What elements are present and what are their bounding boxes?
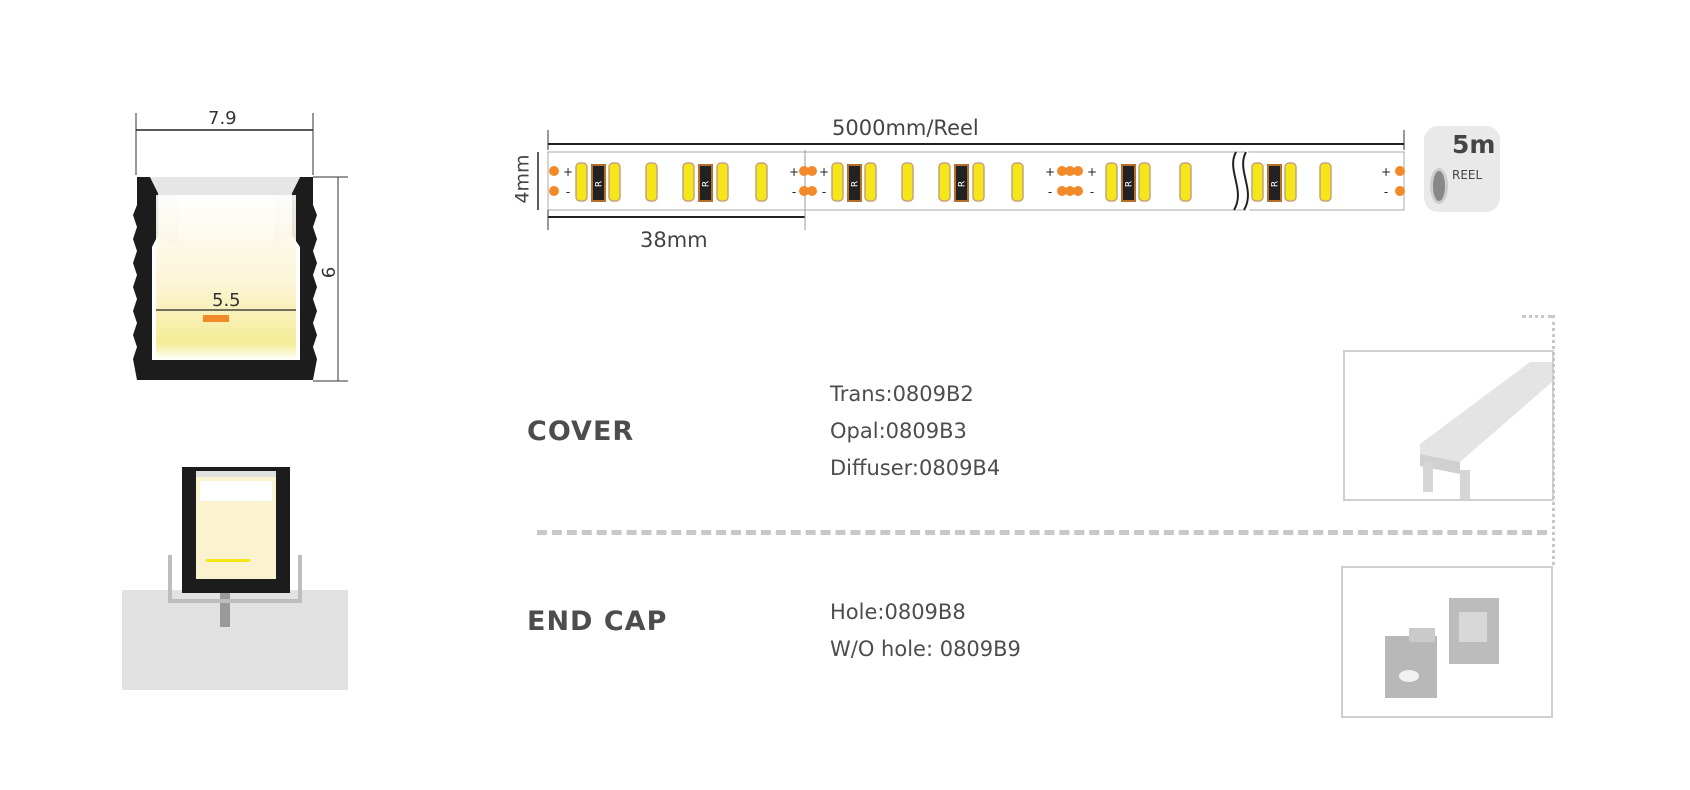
resistor-label: R [958, 181, 968, 187]
connector-dotted-top [1522, 315, 1552, 318]
solder-pad [1395, 186, 1405, 196]
solder-pad [807, 166, 817, 176]
led-chip [608, 162, 621, 202]
minus-sign: - [1048, 185, 1052, 199]
solder-pad [1057, 186, 1067, 196]
led-chip [972, 162, 985, 202]
resistor-label: R [595, 181, 605, 187]
led-chip [682, 162, 695, 202]
led-chip [1011, 162, 1024, 202]
reel-label: REEL [1452, 168, 1483, 182]
end-cap-option-hole: Hole:0809B8 [830, 600, 966, 624]
cover-options: Trans:0809B2 Opal:0809B3 Diffuser:0809B4 [830, 376, 1000, 487]
led-chip [575, 162, 588, 202]
plus-sign: + [819, 165, 829, 179]
solder-pad [549, 166, 559, 176]
led-chip [901, 162, 914, 202]
cover-title: COVER [527, 416, 635, 447]
profile-cross-section [133, 113, 348, 382]
solder-pad [549, 186, 559, 196]
resistor [698, 164, 713, 202]
led-chip [1319, 162, 1332, 202]
plus-sign: + [789, 165, 799, 179]
mounted-profile-illustration [122, 467, 348, 690]
solder-pad [1065, 166, 1075, 176]
reel-badge: 5m REEL [1424, 126, 1500, 212]
minus-sign: - [822, 185, 826, 199]
led-chip-icon [203, 315, 229, 322]
cover-option-opal: Opal:0809B3 [830, 419, 967, 443]
resistor [847, 164, 862, 202]
minus-sign: - [566, 185, 570, 199]
plus-sign: + [1045, 165, 1055, 179]
led-chip [1251, 162, 1264, 202]
section-divider [537, 530, 1547, 535]
minus-sign: - [792, 185, 796, 199]
resistor [591, 164, 606, 202]
resistor [954, 164, 969, 202]
end-cap-title: END CAP [527, 606, 668, 637]
resistor-label: R [1271, 181, 1281, 187]
strip-cut-length-label: 38mm [640, 228, 708, 252]
plus-sign: + [1087, 165, 1097, 179]
profile-width-label: 7.9 [208, 108, 237, 129]
solder-pad [799, 186, 809, 196]
cover-image [1420, 362, 1552, 504]
solder-pad [1057, 166, 1067, 176]
reel-icon [1430, 168, 1448, 204]
strip-length-label: 5000mm/Reel [832, 116, 979, 140]
plus-sign: + [563, 165, 573, 179]
end-cap-image-frame [1341, 566, 1553, 718]
led-chip [1284, 162, 1297, 202]
plus-sign: + [1381, 165, 1391, 179]
led-chip [831, 162, 844, 202]
led-chip [1105, 162, 1118, 202]
resistor-label: R [702, 181, 712, 187]
profile-inner-width-label: 5.5 [212, 290, 241, 311]
cover-option-trans: Trans:0809B2 [830, 382, 974, 406]
led-chip [938, 162, 951, 202]
solder-pad [1073, 186, 1083, 196]
cover-option-diffuser: Diffuser:0809B4 [830, 456, 1001, 480]
led-chip [645, 162, 658, 202]
led-chip [1138, 162, 1151, 202]
led-strip-diagram: + - R R + - + - R R + - + - R R + - [537, 130, 1405, 230]
led-chip [755, 162, 768, 202]
resistor [1121, 164, 1136, 202]
solder-pad [1065, 186, 1075, 196]
led-chip [716, 162, 729, 202]
minus-sign: - [1090, 185, 1094, 199]
solder-pad [1395, 166, 1405, 176]
profile-height-label: 9 [317, 266, 339, 279]
solder-pad [799, 166, 809, 176]
led-chip [864, 162, 877, 202]
reel-length: 5m [1452, 130, 1496, 159]
connector-dotted-line [1552, 315, 1555, 565]
minus-sign: - [1384, 185, 1388, 199]
end-cap-options: Hole:0809B8 W/O hole: 0809B9 [830, 594, 1021, 668]
end-cap-option-no-hole: W/O hole: 0809B9 [830, 637, 1021, 661]
solder-pad [807, 186, 817, 196]
resistor-label: R [1125, 181, 1135, 187]
resistor-label: R [851, 181, 861, 187]
resistor [1267, 164, 1282, 202]
cover-image-frame [1343, 350, 1554, 504]
led-chip [1179, 162, 1192, 202]
end-cap-image [1385, 598, 1499, 698]
solder-pad [1073, 166, 1083, 176]
